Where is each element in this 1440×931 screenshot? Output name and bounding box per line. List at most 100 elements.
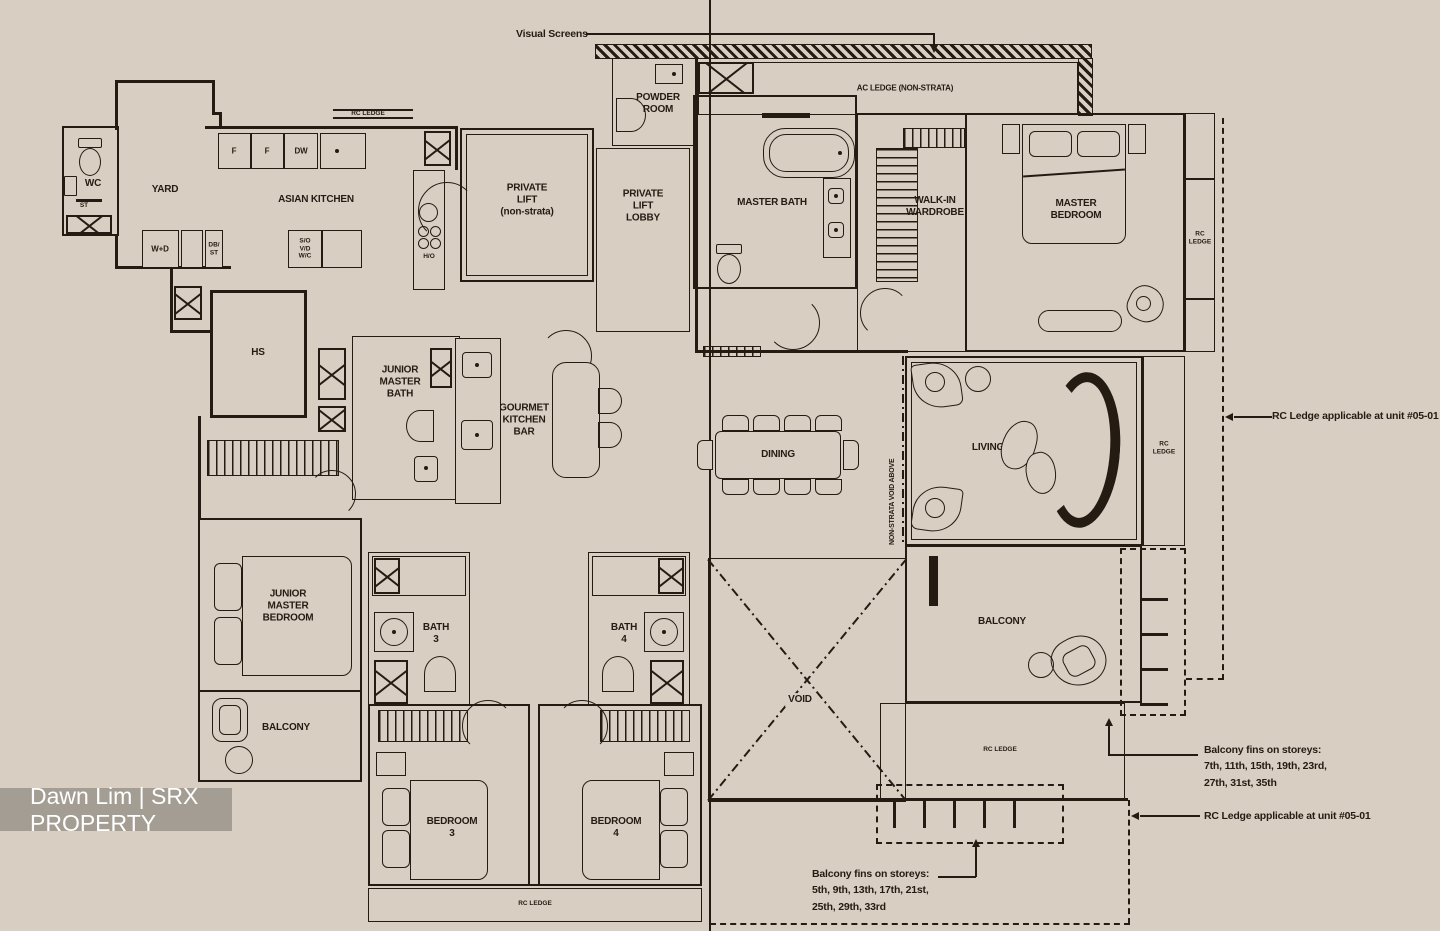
jm-bed <box>242 556 352 676</box>
door-arc <box>308 470 356 518</box>
dining-chair <box>722 479 749 495</box>
window <box>703 346 761 357</box>
leader <box>1140 815 1200 817</box>
hob-knob <box>335 149 339 153</box>
private-lift-label: PRIVATE LIFT (non-strata) <box>500 182 554 217</box>
ac-ledge-label: AC LEDGE (NON-STRATA) <box>856 83 954 93</box>
leader <box>933 33 935 46</box>
rc-ledge-strip <box>333 109 413 111</box>
basin-dot <box>834 228 838 232</box>
private-lift-room <box>460 128 594 282</box>
balcony-right-label: BALCONY <box>977 616 1027 628</box>
rc-ledge-right-living-label: RC LEDGE <box>1152 440 1176 455</box>
boundary-dashed <box>1222 118 1224 680</box>
wall <box>219 112 222 129</box>
door-pivot <box>929 556 938 606</box>
wall <box>455 126 458 170</box>
bench <box>1038 310 1122 332</box>
balcony-fin <box>953 800 956 828</box>
mb-toilet-bowl <box>717 254 741 284</box>
wall <box>695 350 908 353</box>
rc-ledge-strip-right-top <box>1185 113 1215 352</box>
bath3-shower <box>374 660 408 704</box>
balcony-fin <box>1140 703 1168 706</box>
bath3-toilet <box>424 656 456 692</box>
walk-in-wardrobe-label: WALK-IN WARDROBE <box>906 195 964 218</box>
rc-ledge-strip <box>333 117 413 119</box>
void-label: VOID <box>785 693 815 707</box>
balcony-left-label: BALCONY <box>261 722 311 734</box>
vent-shaft <box>66 215 112 234</box>
balcony-chair-inner <box>219 705 241 735</box>
dining-label: DINING <box>761 449 795 461</box>
bath4-toilet <box>602 656 634 692</box>
rc-ledge-unit-right-note: RC Ledge applicable at unit #05-01 <box>1272 410 1439 422</box>
sink-dot <box>662 630 666 634</box>
db-st-cabinet <box>205 230 223 268</box>
visual-screen-band <box>595 44 1092 59</box>
balcony-fin <box>923 800 926 828</box>
bed4-sidetable <box>664 752 694 776</box>
wall <box>198 416 201 520</box>
cabinet <box>181 230 203 268</box>
balcony-table <box>1028 652 1054 678</box>
bed3-sidetable <box>376 752 406 776</box>
dining-chair <box>815 479 842 495</box>
st-label: ST <box>79 202 89 210</box>
living-room-inner <box>911 362 1137 540</box>
pillow <box>382 788 410 826</box>
bedroom3-wardrobe <box>378 710 468 742</box>
shaft <box>174 286 202 320</box>
armchair-seat <box>1136 296 1151 311</box>
dining-table <box>715 431 841 479</box>
bathtub-drain <box>838 151 842 155</box>
washer-dryer-label: W+D <box>151 244 169 254</box>
mb-toilet-tank <box>716 244 742 254</box>
nightstand <box>1128 124 1146 154</box>
boundary-dashed <box>1186 678 1224 680</box>
shaft <box>318 406 346 432</box>
bath3-shaft <box>374 558 400 594</box>
pillow <box>660 830 688 868</box>
dining-chair <box>843 440 859 470</box>
master-bath-label: MASTER BATH <box>737 197 807 209</box>
dishwasher <box>284 133 318 169</box>
powder-sink-dot <box>672 72 676 76</box>
fridge <box>218 133 251 169</box>
dining-chair <box>697 440 713 470</box>
leader <box>1234 416 1272 418</box>
arrow-up-icon <box>972 839 980 847</box>
pillow <box>1077 131 1120 157</box>
pillow <box>214 617 242 665</box>
bedroom4-wardrobe <box>600 710 690 742</box>
balcony-fins-upper-note: Balcony fins on storeys: 7th, 11th, 15th… <box>1204 744 1327 789</box>
ho-label: H/O <box>423 253 435 261</box>
washer-dryer <box>142 230 179 268</box>
wall <box>115 80 215 83</box>
wall <box>115 80 118 130</box>
jm-wardrobe <box>207 440 339 476</box>
balcony-fin <box>1140 598 1168 601</box>
bed4 <box>582 780 660 880</box>
dining-chair <box>784 479 811 495</box>
so-vd-wc-cabinet <box>288 230 322 268</box>
powder-sink <box>655 64 683 84</box>
bedroom-3-label: BEDROOM 3 <box>426 816 478 839</box>
hob-cabinet <box>320 133 366 169</box>
wall <box>205 126 458 129</box>
basin-dot <box>475 433 479 437</box>
balcony-fin <box>893 800 896 828</box>
pillow <box>660 788 688 826</box>
arrow-left-icon <box>1131 812 1139 820</box>
boundary-dashed <box>1128 800 1130 924</box>
leader <box>1108 754 1198 756</box>
lift-lobby-room <box>596 148 690 332</box>
rc-ledge-bottom-label: RC LEDGE <box>518 900 552 908</box>
towel-rail <box>762 113 810 118</box>
wall <box>170 266 173 332</box>
bath4-shower <box>650 660 684 704</box>
ledge-divider <box>1185 298 1215 300</box>
sink-dot <box>392 630 396 634</box>
pillow <box>382 830 410 868</box>
bath-3-label: BATH 3 <box>422 622 450 645</box>
